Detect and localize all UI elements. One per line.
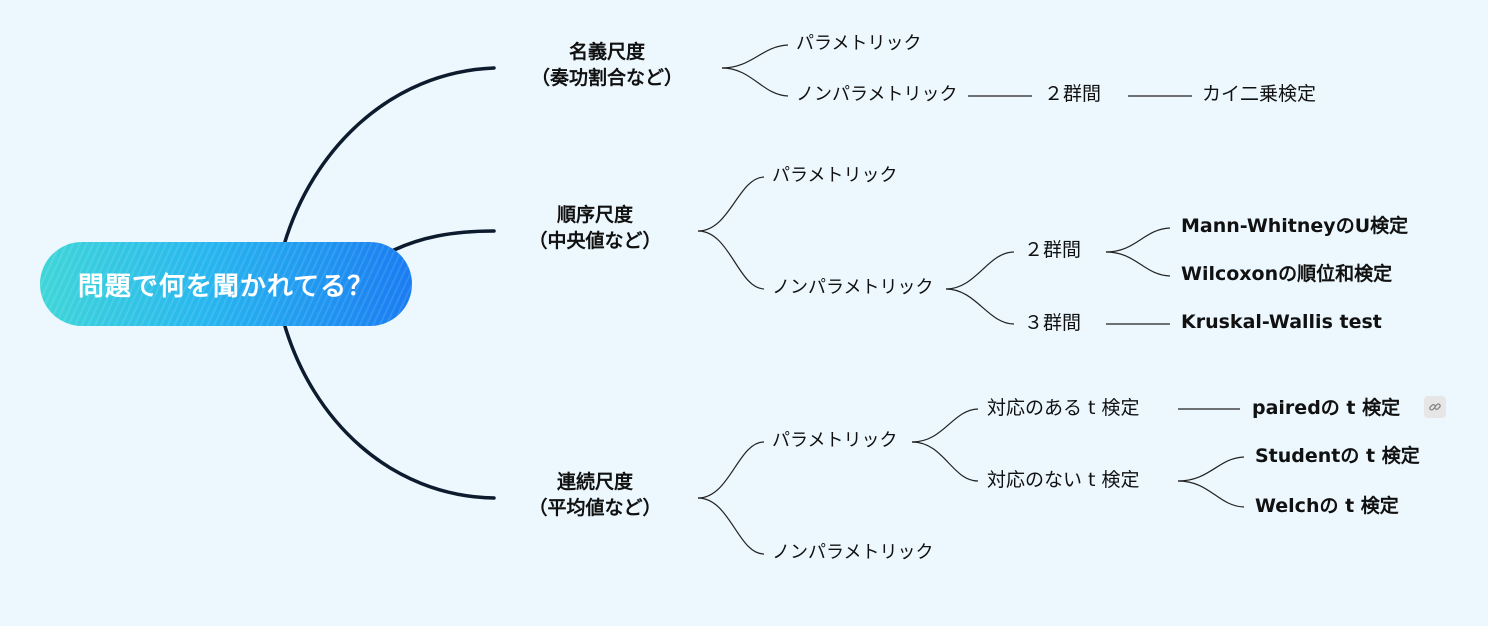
node-ordinal-two-groups[interactable]: ２群間 xyxy=(1024,239,1082,261)
node-ordinal-wilcoxon[interactable]: Wilcoxonの順位和検定 xyxy=(1181,263,1393,285)
node-ordinal[interactable]: 順序尺度 （中央値など） xyxy=(500,203,690,254)
node-continuous-welch-t-test[interactable]: Welchの t 検定 xyxy=(1255,495,1399,517)
node-continuous-unpaired[interactable]: 対応のない t 検定 xyxy=(987,469,1140,491)
branch-root-ordinal xyxy=(392,229,496,252)
branch-root-nominal xyxy=(282,66,496,247)
node-continuous-paired-t-test[interactable]: pairedの t 検定 xyxy=(1252,397,1401,419)
node-ordinal-mann-whitney[interactable]: Mann-WhitneyのU検定 xyxy=(1181,215,1409,237)
root-label: 問題で何を聞かれてる？ xyxy=(77,271,375,302)
branch-root-continuous xyxy=(282,321,496,500)
branch-continuous-student xyxy=(1177,456,1245,482)
node-nominal-chi-square[interactable]: カイ二乗検定 xyxy=(1202,83,1317,105)
branch-continuous-paired xyxy=(911,408,979,443)
node-nominal-nonparametric[interactable]: ノンパラメトリック xyxy=(796,84,958,105)
branch-continuous-welch xyxy=(1177,480,1245,508)
branch-continuous-nonparametric xyxy=(697,497,765,555)
node-ordinal-three-groups[interactable]: ３群間 xyxy=(1024,312,1082,334)
node-continuous-student-t-test[interactable]: Studentの t 検定 xyxy=(1255,445,1420,467)
node-ordinal-kruskal-wallis[interactable]: Kruskal-Wallis test xyxy=(1181,311,1382,333)
branch-ordinal-three-groups xyxy=(945,288,1015,325)
node-nominal-two-groups[interactable]: ２群間 xyxy=(1044,83,1102,105)
node-continuous-paired[interactable]: 対応のある t 検定 xyxy=(987,397,1140,419)
branch-continuous-parametric xyxy=(697,441,765,499)
node-continuous-subtitle: （平均値など） xyxy=(528,496,662,519)
node-nominal-parametric[interactable]: パラメトリック xyxy=(796,33,922,54)
node-continuous[interactable]: 連続尺度 （平均値など） xyxy=(500,470,690,521)
branch-nominal-nonparametric xyxy=(721,67,789,97)
node-continuous-parametric[interactable]: パラメトリック xyxy=(772,430,898,451)
branch-continuous-unpaired xyxy=(911,441,979,482)
node-ordinal-parametric[interactable]: パラメトリック xyxy=(772,165,898,186)
branch-nominal-parametric xyxy=(721,44,789,69)
link-icon[interactable] xyxy=(1424,396,1446,418)
branch-ordinal-two-groups xyxy=(945,251,1015,290)
branch-ordinal-nonparametric xyxy=(697,230,765,290)
node-nominal-subtitle: （奏功割合など） xyxy=(530,66,683,89)
node-continuous-title: 連続尺度 xyxy=(556,471,633,493)
root-node[interactable]: 問題で何を聞かれてる？ xyxy=(40,242,412,326)
branch-ordinal-parametric xyxy=(697,176,765,232)
link-icon-glyph xyxy=(1429,403,1441,411)
node-nominal-title: 名義尺度 xyxy=(568,41,645,63)
node-ordinal-nonparametric[interactable]: ノンパラメトリック xyxy=(772,277,934,298)
node-nominal[interactable]: 名義尺度 （奏功割合など） xyxy=(512,40,702,91)
node-continuous-nonparametric[interactable]: ノンパラメトリック xyxy=(772,542,934,563)
branch-ordinal-mann-whitney xyxy=(1105,227,1171,253)
node-ordinal-subtitle: （中央値など） xyxy=(528,229,662,252)
node-ordinal-title: 順序尺度 xyxy=(556,204,633,226)
branch-ordinal-wilcoxon xyxy=(1105,251,1171,277)
